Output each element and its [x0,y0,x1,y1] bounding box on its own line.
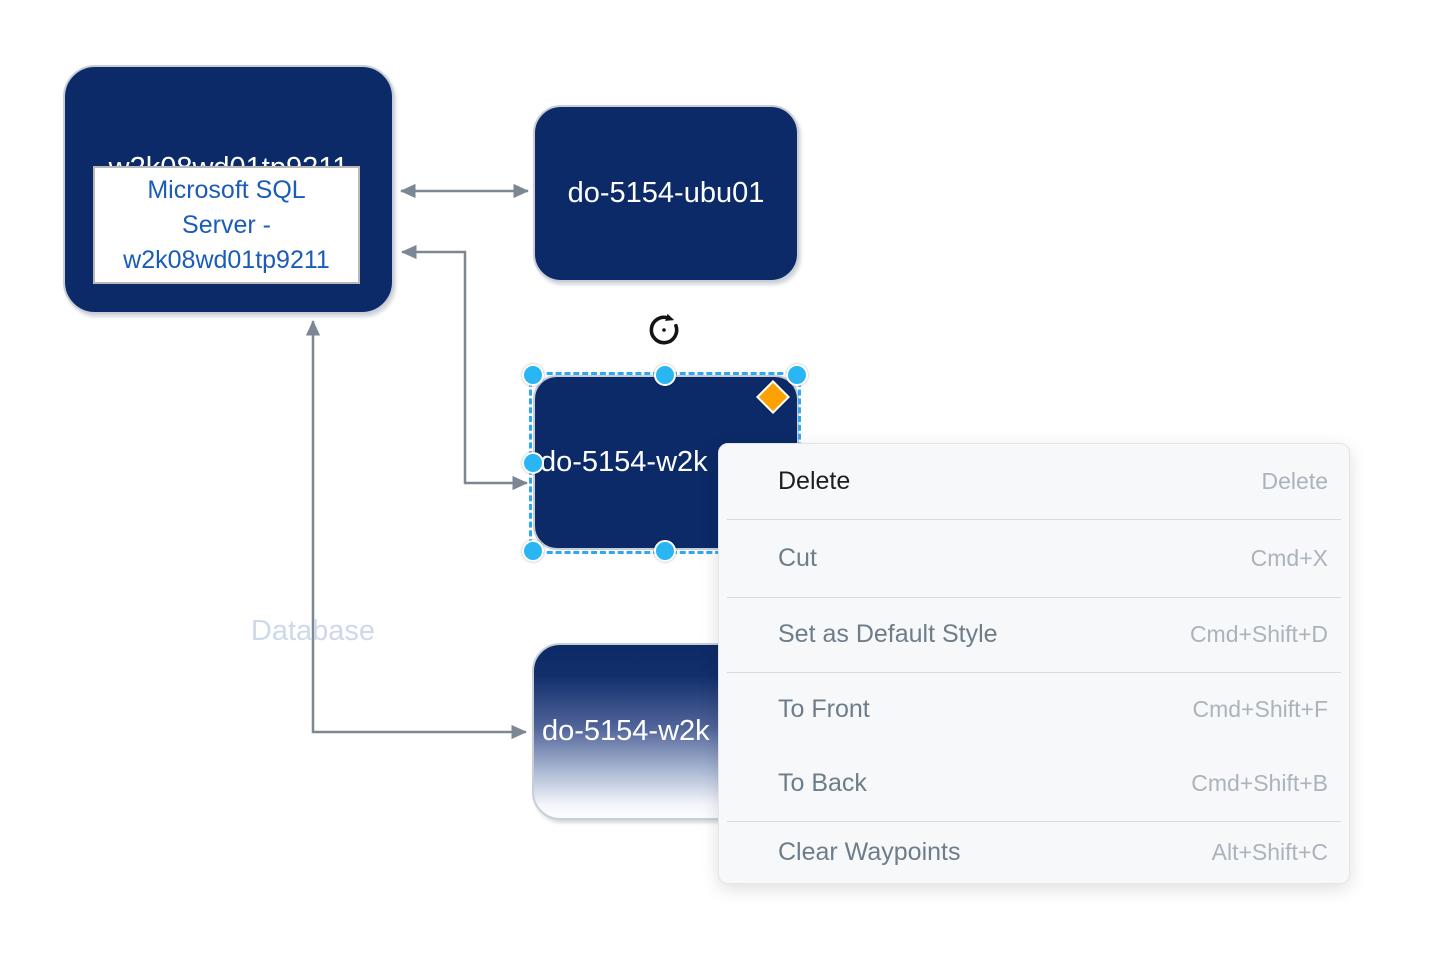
resize-handle-n[interactable] [654,364,676,386]
menu-item-clear-waypoints-shortcut: Alt+Shift+C [1211,838,1328,865]
edge-label-database: Database [250,615,376,647]
menu-separator [727,820,1341,822]
menu-item-clear-waypoints[interactable]: Clear Waypoints Alt+Shift+C [719,822,1349,883]
menu-item-delete[interactable]: Delete Delete [719,444,1349,519]
node-sql-server-service-label: Microsoft SQL Server - w2k08wd01tp9211 [123,175,330,274]
node-sql-server[interactable]: w2k08wd01tp9211 Microsoft SQL Server - w… [63,65,394,314]
menu-item-to-front-shortcut: Cmd+Shift+F [1192,696,1329,723]
edge-sql-selected[interactable] [401,244,528,491]
menu-item-to-back-label: To Back [778,769,867,798]
menu-item-to-front-label: To Front [778,695,870,724]
node-gradient-label: do-5154-w2k [542,715,710,747]
resize-handle-sw[interactable] [522,540,544,562]
menu-item-set-default-style[interactable]: Set as Default Style Cmd+Shift+D [719,598,1349,672]
menu-separator [727,671,1341,673]
rotate-handle-icon[interactable] [645,311,683,349]
node-ubuntu-label: do-5154-ubu01 [567,177,765,209]
menu-item-set-default-style-shortcut: Cmd+Shift+D [1189,621,1328,648]
node-selected-label: do-5154-w2k [540,446,708,478]
menu-item-to-back[interactable]: To Back Cmd+Shift+B [719,747,1349,821]
resize-handle-ne[interactable] [786,364,808,386]
menu-item-cut-label: Cut [778,543,817,572]
menu-item-delete-shortcut: Delete [1261,467,1328,494]
node-sql-server-service-box[interactable]: Microsoft SQL Server - w2k08wd01tp9211 [93,166,360,284]
menu-item-cut-shortcut: Cmd+X [1250,544,1328,571]
menu-item-cut[interactable]: Cut Cmd+X [719,520,1349,597]
menu-separator [727,518,1341,520]
resize-handle-w[interactable] [522,452,544,474]
menu-separator [727,596,1341,598]
node-ubuntu[interactable]: do-5154-ubu01 [533,105,799,282]
menu-item-set-default-style-label: Set as Default Style [778,620,998,649]
edge-sql-gradient-database[interactable] [305,320,527,740]
resize-handle-s[interactable] [654,540,676,562]
context-menu: Delete Delete Cut Cmd+X Set as Default S… [718,443,1350,884]
menu-item-to-back-shortcut: Cmd+Shift+B [1191,770,1328,797]
resize-handle-nw[interactable] [522,364,544,386]
menu-item-to-front[interactable]: To Front Cmd+Shift+F [719,673,1349,747]
menu-item-clear-waypoints-label: Clear Waypoints [778,837,961,866]
menu-item-delete-label: Delete [778,466,851,495]
